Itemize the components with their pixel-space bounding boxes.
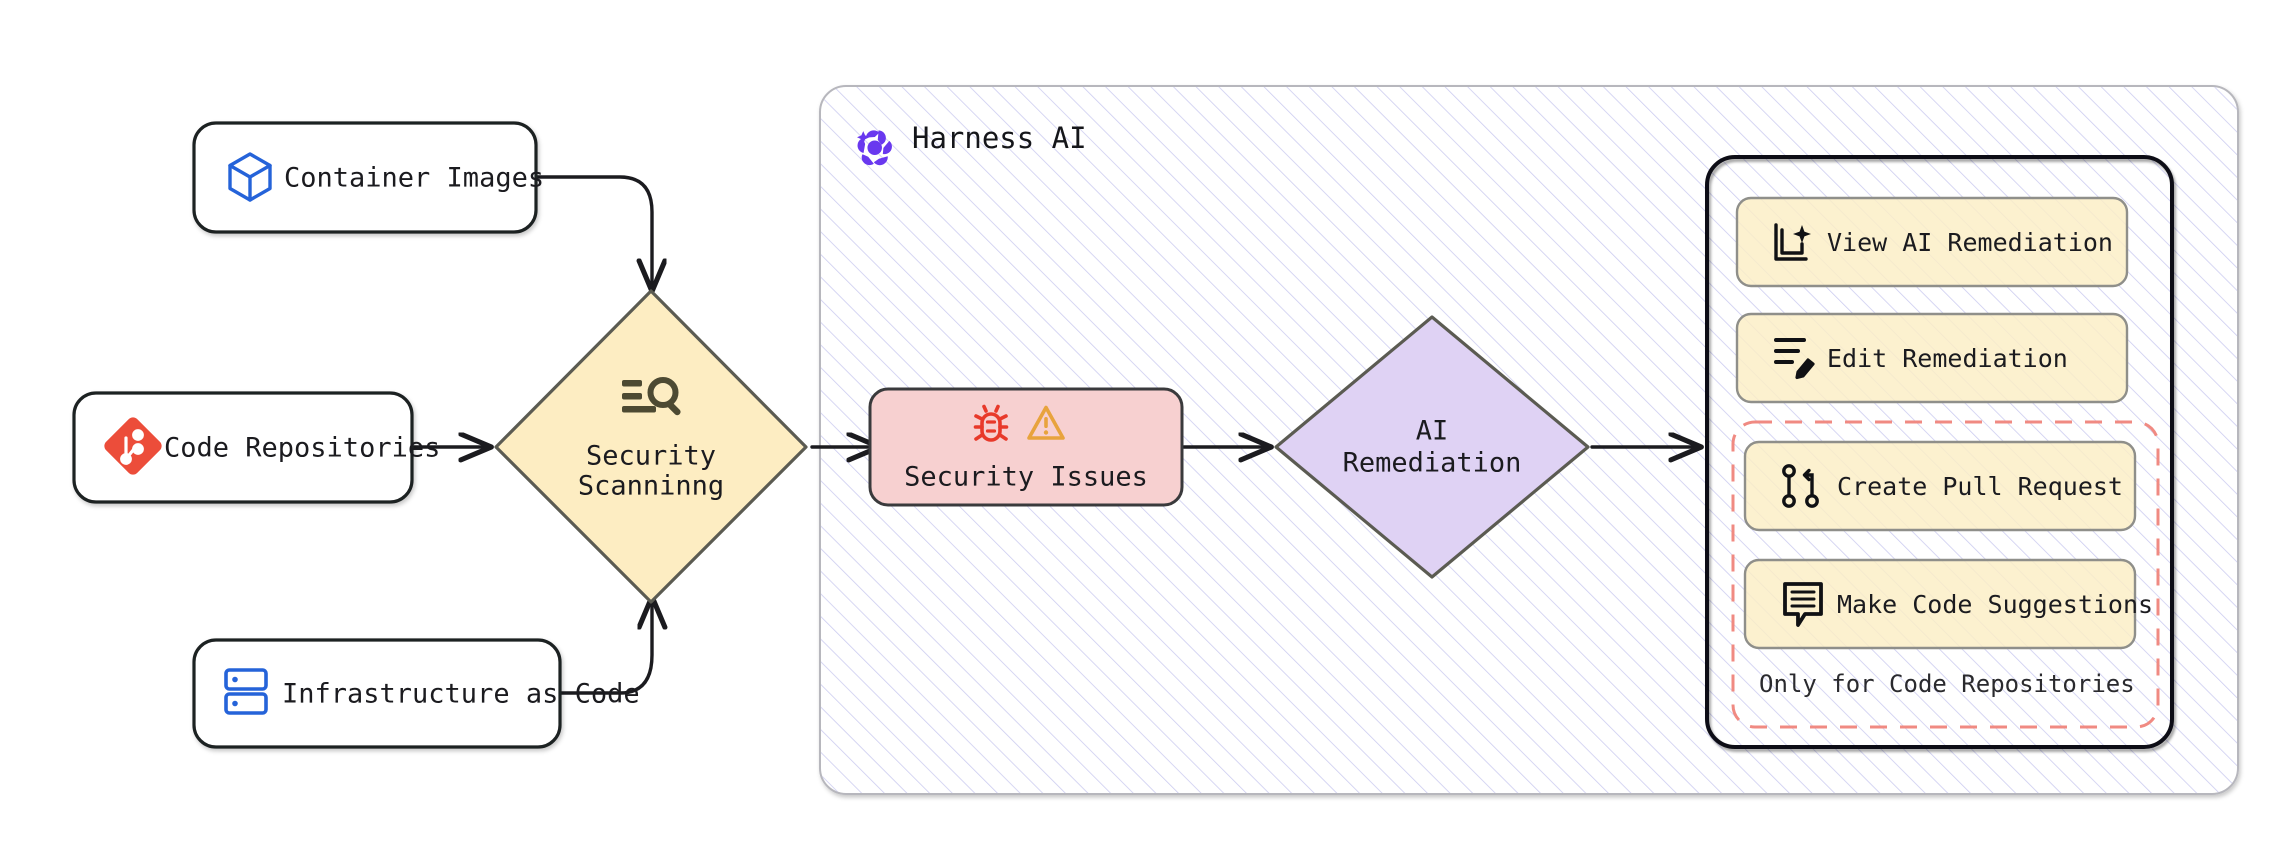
bug-icon — [973, 404, 1009, 442]
warning-triangle-icon — [1027, 405, 1065, 440]
create-pull-request-box[interactable] — [1743, 440, 2137, 532]
edit-lines-pencil-icon — [1774, 338, 1815, 380]
security-scanning-diamond[interactable] — [494, 289, 808, 604]
create-pull-request-label: Create Pull Request — [1837, 472, 2123, 501]
view-ai-remediation-label: View AI Remediation — [1827, 228, 2113, 257]
code-repositories-label: Code Repositories — [164, 433, 440, 464]
make-code-suggestions-box[interactable] — [1743, 558, 2137, 650]
harness-pinwheel-logo — [857, 130, 892, 166]
node-ai-remediation[interactable]: AI Remediation — [1274, 315, 1590, 579]
node-container-images[interactable]: Container Images — [192, 121, 544, 234]
security-scanning-label-line2: Scanninng — [578, 471, 724, 502]
edit-remediation-box[interactable] — [1735, 312, 2129, 404]
code-repositories-box[interactable] — [72, 391, 414, 504]
code-repo-only-dashed-group — [1731, 420, 2160, 729]
action-create-pull-request[interactable]: Create Pull Request — [1743, 440, 2137, 532]
ai-remediation-label-line1: AI — [1416, 416, 1449, 447]
code-repo-only-caption: Only for Code Repositories — [1759, 670, 2135, 698]
security-issues-label: Security Issues — [904, 462, 1148, 493]
harness-ai-group-label: Harness AI — [912, 121, 1087, 155]
security-scanning-label-line1: Security — [586, 441, 716, 472]
make-code-suggestions-label: Make Code Suggestions — [1837, 590, 2153, 619]
ai-remediation-label-line2: Remediation — [1343, 448, 1522, 479]
sparkle-page-icon — [1774, 223, 1811, 261]
node-security-scanning[interactable]: Security Scanninng — [494, 289, 808, 604]
comment-lines-icon — [1783, 582, 1823, 627]
cube-icon — [228, 152, 272, 202]
view-ai-remediation-box[interactable] — [1735, 196, 2129, 288]
action-edit-remediation[interactable]: Edit Remediation — [1735, 312, 2129, 404]
connector-arrows — [410, 175, 1700, 695]
ai-remediation-diamond[interactable] — [1274, 315, 1590, 579]
node-code-repositories[interactable]: Code Repositories — [72, 391, 440, 504]
actions-panel: View AI Remediation Edit Remediation — [1705, 155, 2174, 749]
arrow-container-images-to-scanning — [534, 175, 652, 290]
security-issues-box[interactable] — [868, 387, 1184, 507]
infrastructure-as-code-box[interactable] — [192, 638, 562, 749]
action-view-ai-remediation[interactable]: View AI Remediation — [1735, 196, 2129, 288]
server-rack-icon — [224, 668, 268, 715]
git-icon — [104, 417, 162, 475]
edit-remediation-label: Edit Remediation — [1827, 344, 2068, 373]
container-images-label: Container Images — [284, 163, 544, 194]
container-images-box[interactable] — [192, 121, 538, 234]
git-pull-request-icon — [1782, 464, 1819, 508]
node-infrastructure-as-code[interactable]: Infrastructure as Code — [192, 638, 640, 749]
infrastructure-as-code-label: Infrastructure as Code — [282, 679, 640, 710]
action-make-code-suggestions[interactable]: Make Code Suggestions — [1743, 558, 2153, 650]
arrow-iac-to-scanning — [558, 598, 652, 695]
node-security-issues[interactable]: Security Issues — [868, 387, 1184, 507]
scan-search-icon — [622, 377, 681, 416]
actions-panel-border — [1705, 155, 2174, 749]
